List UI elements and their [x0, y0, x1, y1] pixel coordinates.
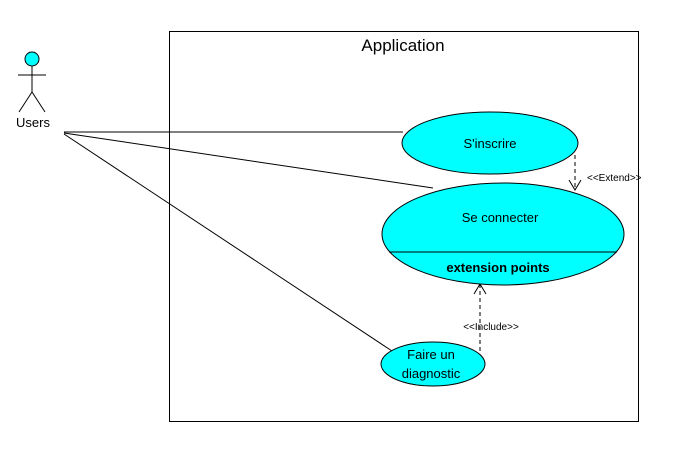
use-case-label-line-2: diagnostic: [402, 366, 461, 381]
actor-users[interactable]: Users: [16, 51, 50, 130]
use-case-ellipse: [381, 182, 625, 286]
actor-left-leg: [18, 91, 33, 113]
actor-label: Users: [16, 115, 50, 130]
include-label: <<Include>>: [463, 322, 519, 333]
use-case-ellipse: [401, 111, 579, 175]
system-boundary: [169, 31, 639, 422]
use-case-se-connecter[interactable]: Se connecter extension points: [381, 182, 625, 286]
extension-points-label: extension points: [446, 260, 549, 275]
use-case-sinscrire[interactable]: S'inscrire: [401, 111, 579, 175]
use-case-faire-diagnostic[interactable]: Faire un diagnostic: [380, 341, 486, 387]
actor-right-leg: [31, 91, 46, 113]
extend-label: <<Extend>>: [587, 173, 642, 184]
association-users-se-connecter: [63, 132, 434, 189]
system-title: Application: [361, 36, 444, 55]
association-users-faire-diagnostic: [63, 133, 393, 352]
use-case-label-line-1: Faire un: [407, 347, 455, 362]
use-case-ellipse: [380, 341, 486, 387]
include-relationship: <<Include>>: [463, 283, 519, 358]
extend-arrowhead: [568, 179, 582, 191]
extend-relationship: <<Extend>>: [568, 155, 642, 191]
use-case-label: S'inscrire: [463, 136, 516, 151]
use-case-label: Se connecter: [462, 210, 539, 225]
actor-head: [24, 51, 40, 67]
